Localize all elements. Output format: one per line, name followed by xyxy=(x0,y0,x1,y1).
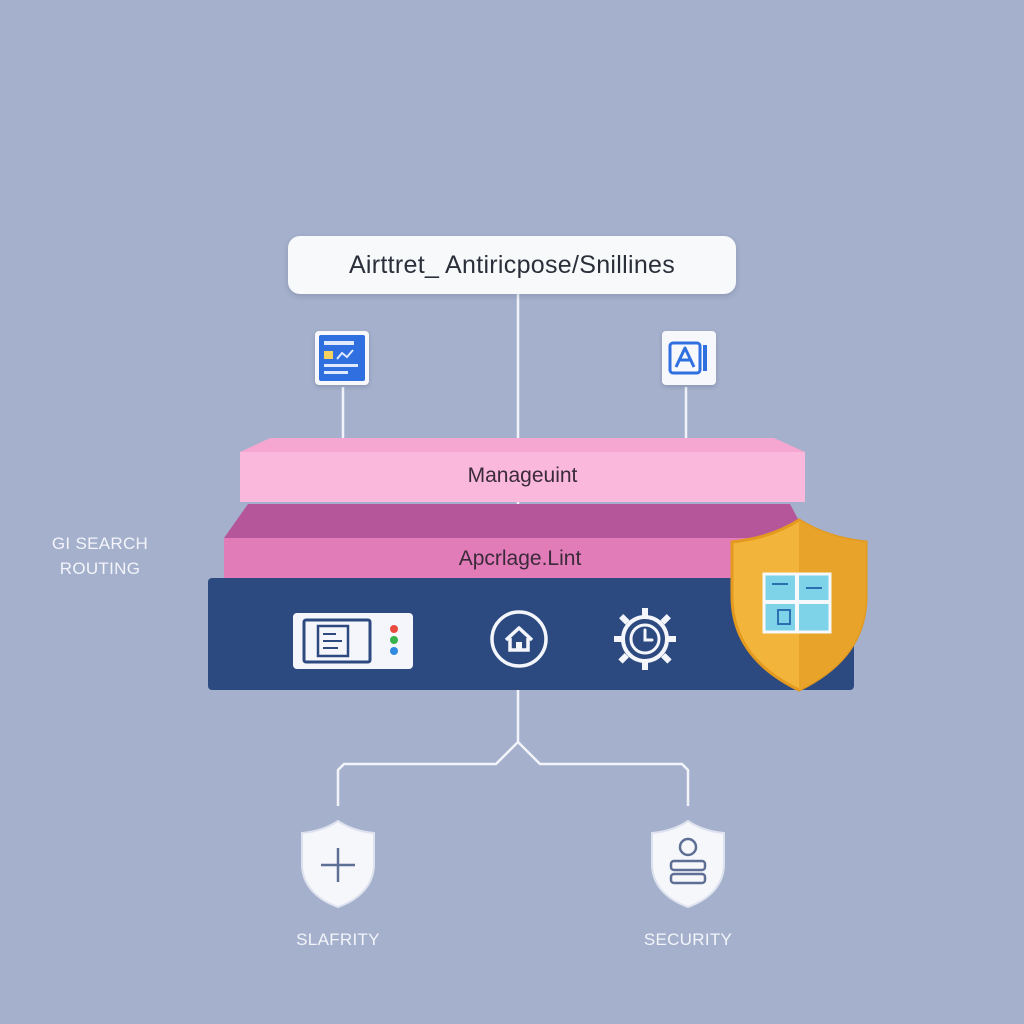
title-text: Airttret_ Antiricpose/Snillines xyxy=(348,250,676,279)
device-panel-icon xyxy=(293,613,413,669)
clock-gear-icon xyxy=(614,608,676,670)
middle-layer-label: Apcrlage.Lint xyxy=(458,547,582,570)
side-label: GI SEARCH ROUTING xyxy=(30,534,170,579)
document-chart-icon xyxy=(315,331,369,385)
side-label-line2: ROUTING xyxy=(59,559,141,578)
bottom-left-label: SLAFRITY xyxy=(296,930,380,949)
bottom-right-label: SECURITY xyxy=(643,930,733,949)
top-layer xyxy=(240,438,805,502)
middle-layer xyxy=(224,504,816,578)
window-shield-icon xyxy=(730,518,868,692)
top-layer-label: Manageuint xyxy=(467,464,578,487)
letter-a-icon xyxy=(662,331,716,385)
home-icon xyxy=(490,610,548,668)
title-box: Airttret_ Antiricpose/Snillines xyxy=(288,236,736,294)
side-label-line1: GI SEARCH xyxy=(51,534,149,553)
user-shield-icon xyxy=(651,819,725,909)
wire-branch xyxy=(336,690,520,806)
plus-shield-icon xyxy=(301,819,375,909)
wire-branch-right xyxy=(517,741,690,806)
